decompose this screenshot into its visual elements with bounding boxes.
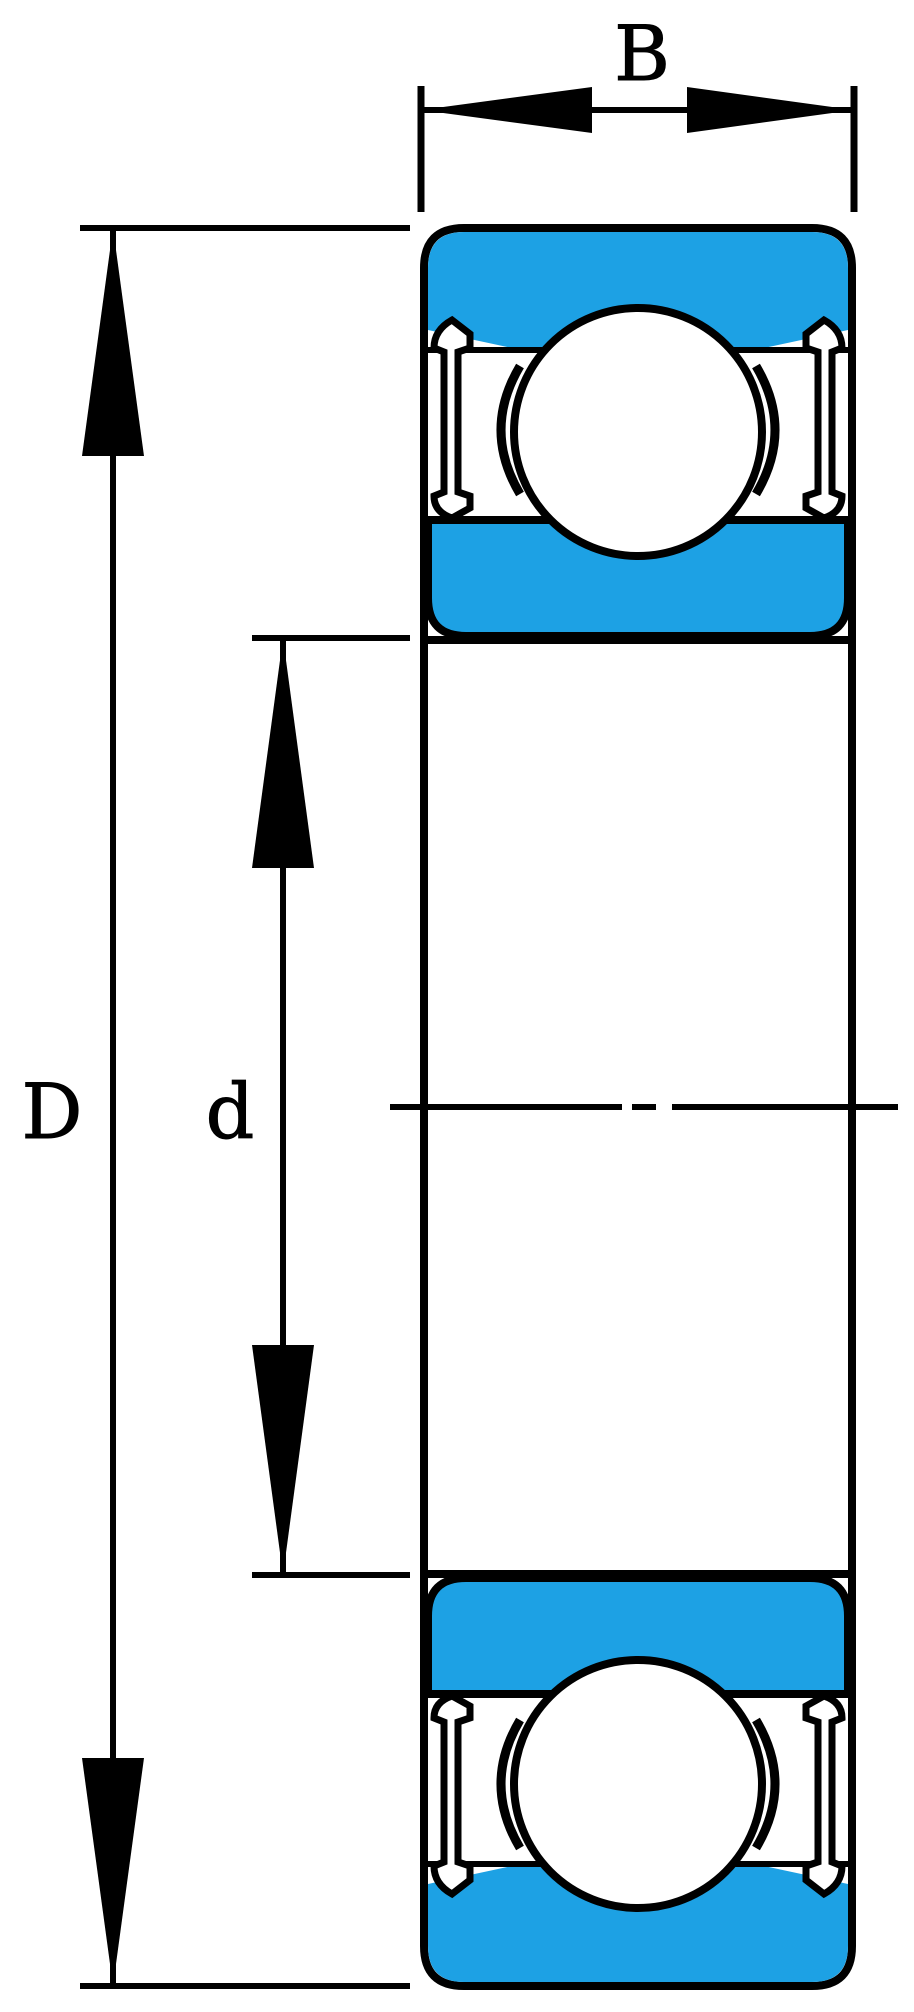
bottom-seal-left — [430, 1692, 474, 1899]
bearing-cross-section — [390, 224, 898, 1990]
top-seal-right — [802, 315, 846, 522]
top-seal-left — [430, 315, 474, 522]
width-arrow-right — [687, 87, 854, 133]
bottom-inner-ring — [424, 1574, 852, 1698]
top-ball — [510, 304, 766, 560]
outer-diameter-arrow-top — [82, 228, 144, 456]
bore-diameter-arrow-bottom — [252, 1345, 314, 1575]
bottom-cage-left — [496, 1717, 524, 1851]
bore-diameter-label: d — [206, 1067, 255, 1156]
top-outer-ring-band — [428, 232, 848, 348]
width-dimension: B — [417, 9, 858, 212]
outer-diameter-label: D — [22, 1067, 83, 1156]
top-cage-left — [496, 363, 524, 497]
bearing-top-section — [420, 224, 856, 644]
top-inner-ring — [424, 516, 852, 640]
width-arrow-left — [421, 87, 592, 133]
bottom-ball — [510, 1656, 766, 1912]
outer-diameter-dimension: D — [21, 225, 410, 1989]
top-cage-right — [752, 363, 780, 497]
bottom-cage-right — [752, 1717, 780, 1851]
bore-diameter-arrow-top — [252, 638, 314, 868]
outer-diameter-arrow-bottom — [82, 1758, 144, 1986]
bottom-outer-ring-band — [428, 1866, 848, 1982]
width-label: B — [614, 9, 670, 98]
bottom-seal-right — [802, 1692, 846, 1899]
bore-diameter-dimension: d — [205, 635, 410, 1578]
bearing-bottom-section — [420, 1570, 856, 1990]
